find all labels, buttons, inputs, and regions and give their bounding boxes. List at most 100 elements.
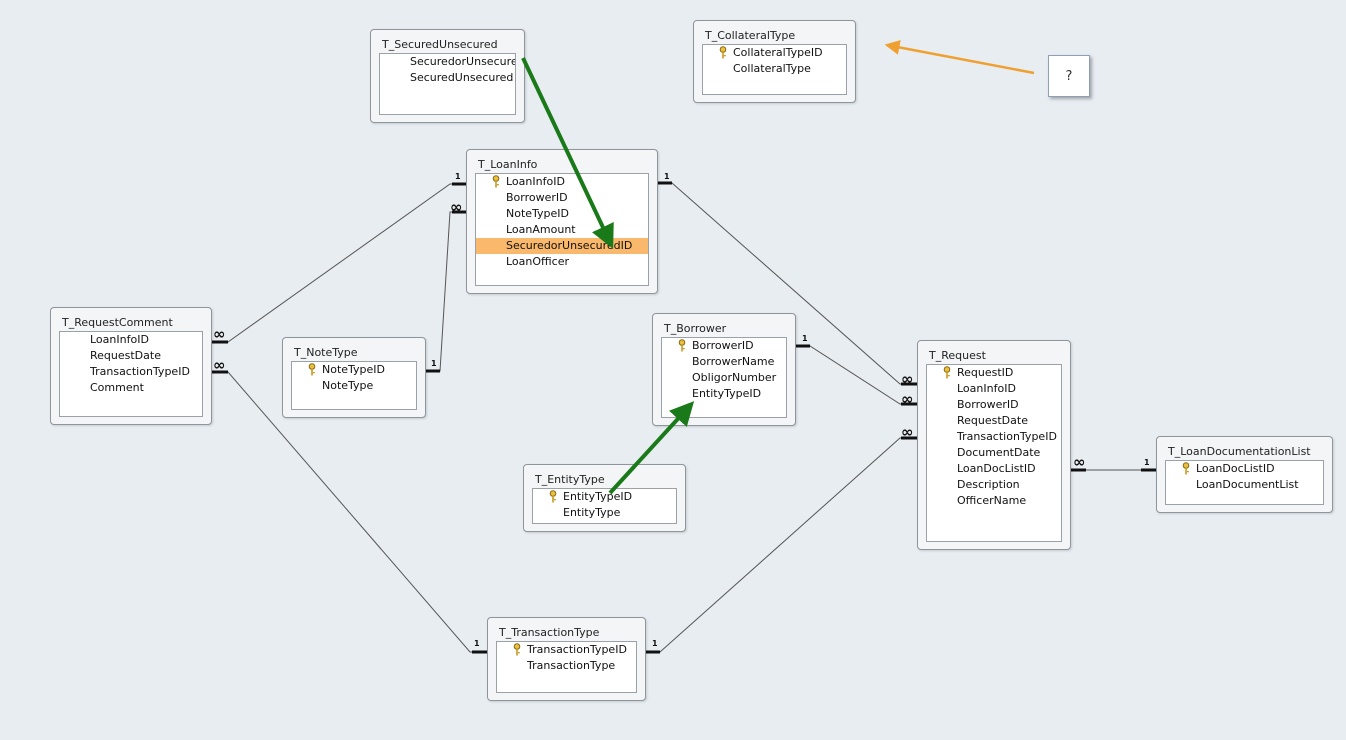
field-name: ObligorNumber (692, 371, 777, 384)
field-row[interactable]: LoanInfoID (927, 381, 1061, 397)
field-list[interactable]: EntityTypeID EntityType (532, 488, 677, 524)
field-name: SecuredUnsecured (410, 71, 514, 84)
field-row[interactable]: LoanDocListID (1166, 461, 1323, 477)
field-row[interactable]: EntityTypeID (662, 386, 786, 402)
field-name: RequestDate (90, 349, 161, 362)
cardinality-one: 1 (431, 359, 437, 368)
field-name: TransactionTypeID (90, 365, 190, 378)
field-row[interactable]: BorrowerName (662, 354, 786, 370)
cardinality-one: 1 (474, 639, 480, 648)
field-list[interactable]: CollateralTypeID CollateralType (702, 44, 847, 95)
field-row-selected[interactable]: SecuredorUnsecuredID (476, 238, 648, 254)
table-title[interactable]: T_RequestComment (62, 316, 173, 329)
field-row[interactable]: TransactionTypeID (927, 429, 1061, 445)
table-collateral-type[interactable]: T_CollateralType CollateralTypeID Collat… (693, 20, 856, 103)
field-row[interactable]: TransactionTypeID (497, 642, 636, 658)
field-row[interactable]: LoanDocListID (927, 461, 1061, 477)
primary-key-icon (549, 490, 557, 503)
table-transaction-type[interactable]: T_TransactionType TransactionTypeID Tran… (487, 617, 646, 701)
field-list[interactable]: NoteTypeID NoteType (291, 361, 417, 410)
table-borrower[interactable]: T_Borrower BorrowerID BorrowerName Oblig… (652, 313, 796, 426)
field-row[interactable]: DocumentDate (927, 445, 1061, 461)
table-title[interactable]: T_LoanDocumentationList (1168, 445, 1311, 458)
field-name: CollateralTypeID (733, 46, 823, 59)
table-title[interactable]: T_LoanInfo (478, 158, 538, 171)
primary-key-icon (308, 363, 316, 376)
field-name: LoanDocListID (1196, 462, 1275, 475)
field-row[interactable]: RequestDate (927, 413, 1061, 429)
field-row[interactable]: EntityTypeID (533, 489, 676, 505)
field-row[interactable]: OfficerName (927, 493, 1061, 509)
field-name: LoanDocumentList (1196, 478, 1299, 491)
field-row[interactable]: CollateralType (703, 61, 846, 77)
field-row[interactable]: BorrowerID (927, 397, 1061, 413)
field-list[interactable]: RequestID LoanInfoID BorrowerID RequestD… (926, 364, 1062, 542)
field-row[interactable]: LoanDocumentList (1166, 477, 1323, 493)
field-name: LoanInfoID (90, 333, 149, 346)
cardinality-many: ∞ (213, 325, 226, 343)
field-name: NoteType (322, 379, 374, 392)
question-callout: ? (1048, 55, 1090, 97)
field-name: RequestID (957, 366, 1014, 379)
field-row[interactable]: LoanInfoID (476, 174, 648, 190)
field-row[interactable]: RequestDate (60, 348, 202, 364)
table-request-comment[interactable]: T_RequestComment LoanInfoID RequestDate … (50, 307, 212, 425)
field-row[interactable]: SecuredUnsecured (380, 70, 515, 86)
table-entity-type[interactable]: T_EntityType EntityTypeID EntityType (523, 464, 686, 532)
field-list[interactable]: LoanInfoID BorrowerID NoteTypeID LoanAmo… (475, 173, 649, 286)
table-title[interactable]: T_SecuredUnsecured (382, 38, 498, 51)
table-title[interactable]: T_CollateralType (705, 29, 796, 42)
table-title[interactable]: T_EntityType (535, 473, 605, 486)
table-title[interactable]: T_Borrower (664, 322, 727, 335)
field-name: EntityType (563, 506, 621, 519)
primary-key-icon (719, 46, 727, 59)
field-row[interactable]: BorrowerID (662, 338, 786, 354)
table-loan-info[interactable]: T_LoanInfo LoanInfoID BorrowerID NoteTyp… (466, 149, 658, 294)
primary-key-icon (1182, 462, 1190, 475)
field-row[interactable]: NoteType (292, 378, 416, 394)
field-name: BorrowerID (957, 398, 1019, 411)
table-secured-unsecured[interactable]: T_SecuredUnsecured SecuredorUnsecuredID … (370, 29, 525, 123)
field-row[interactable]: NoteTypeID (476, 206, 648, 222)
field-row[interactable]: Description (927, 477, 1061, 493)
relationship-line-transactiontype-request (646, 437, 917, 653)
table-title[interactable]: T_Request (929, 349, 986, 362)
cardinality-many: ∞ (901, 390, 914, 408)
cardinality-many: ∞ (1073, 453, 1086, 471)
field-row[interactable]: EntityType (533, 505, 676, 521)
field-name: OfficerName (957, 494, 1027, 507)
cardinality-one: 1 (1144, 458, 1150, 467)
field-row[interactable]: LoanAmount (476, 222, 648, 238)
field-row[interactable]: LoanOfficer (476, 254, 648, 270)
field-name: BorrowerID (692, 339, 754, 352)
field-row[interactable]: Comment (60, 380, 202, 396)
table-title[interactable]: T_NoteType (294, 346, 358, 359)
field-list[interactable]: SecuredorUnsecuredID SecuredUnsecured (379, 53, 516, 115)
field-name: LoanInfoID (506, 175, 565, 188)
field-row[interactable]: NoteTypeID (292, 362, 416, 378)
table-loan-documentation-list[interactable]: T_LoanDocumentationList LoanDocListID Lo… (1156, 436, 1333, 513)
field-list[interactable]: TransactionTypeID TransactionType (496, 641, 637, 693)
cardinality-one: 1 (664, 172, 670, 181)
field-row[interactable]: CollateralTypeID (703, 45, 846, 61)
table-title[interactable]: T_TransactionType (499, 626, 600, 639)
field-row[interactable]: SecuredorUnsecuredID (380, 54, 515, 70)
field-list[interactable]: BorrowerID BorrowerName ObligorNumber En… (661, 337, 787, 418)
cardinality-many: ∞ (901, 423, 914, 441)
field-name: Comment (90, 381, 144, 394)
table-request[interactable]: T_Request RequestID LoanInfoID BorrowerI… (917, 340, 1071, 550)
relationship-line-borrower-request (796, 345, 917, 405)
field-row[interactable]: ObligorNumber (662, 370, 786, 386)
cardinality-many: ∞ (450, 198, 463, 216)
field-row[interactable]: BorrowerID (476, 190, 648, 206)
table-note-type[interactable]: T_NoteType NoteTypeID NoteType (282, 337, 426, 418)
field-row[interactable]: TransactionTypeID (60, 364, 202, 380)
field-row[interactable]: LoanInfoID (60, 332, 202, 348)
field-row[interactable]: RequestID (927, 365, 1061, 381)
field-row[interactable]: TransactionType (497, 658, 636, 674)
field-list[interactable]: LoanDocListID LoanDocumentList (1165, 460, 1324, 505)
field-name: Description (957, 478, 1020, 491)
field-list[interactable]: LoanInfoID RequestDate TransactionTypeID… (59, 331, 203, 417)
field-name: RequestDate (957, 414, 1028, 427)
